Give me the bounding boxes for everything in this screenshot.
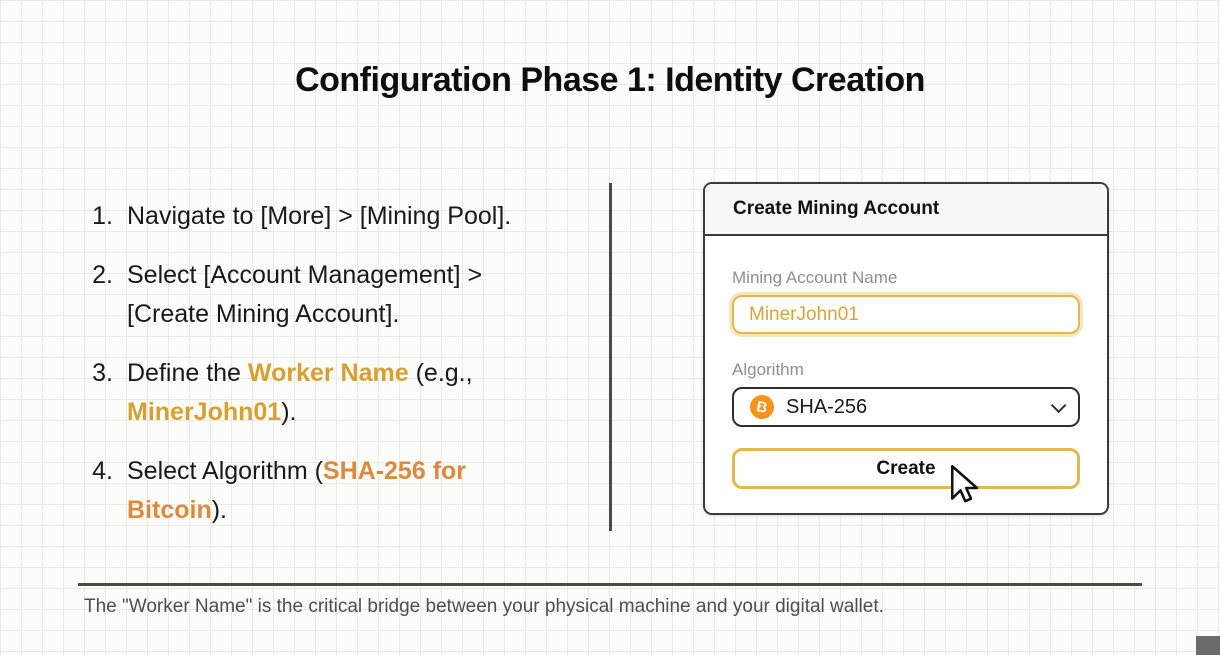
- vertical-divider: [609, 183, 612, 531]
- step-number: 3.: [92, 359, 113, 387]
- step-item: 4. Select Algorithm (SHA-256 for Bitcoin)…: [83, 452, 593, 530]
- dialog-title: Create Mining Account: [733, 198, 940, 219]
- algorithm-value: SHA-256: [786, 395, 868, 418]
- step-number: 1.: [92, 202, 113, 230]
- dialog-body: Mining Account Name Algorithm B SHA-256 …: [705, 267, 1107, 489]
- mouse-cursor-icon: [950, 464, 979, 503]
- mining-account-name-label: Mining Account Name: [732, 268, 898, 287]
- step-item: 2. Select [Account Management] > [Create …: [83, 256, 593, 334]
- step-number: 4.: [92, 457, 113, 485]
- step-number: 2.: [92, 261, 113, 289]
- dialog-header: Create Mining Account: [705, 184, 1107, 236]
- steps-list: 1. Navigate to [More] > [Mining Pool]. 2. S…: [83, 197, 593, 550]
- step-text: Define the Worker Name (e.g., MinerJohn0…: [127, 359, 473, 426]
- create-mining-account-dialog: Create Mining Account Mining Account Nam…: [703, 182, 1109, 515]
- algorithm-label: Algorithm: [732, 360, 804, 379]
- step-item: 1. Navigate to [More] > [Mining Pool].: [83, 197, 593, 236]
- bitcoin-icon: B: [747, 392, 777, 422]
- corner-overlay: [1196, 636, 1220, 655]
- footer-divider: [78, 583, 1142, 586]
- page-title: Configuration Phase 1: Identity Creation: [295, 61, 925, 99]
- step-text: Select Algorithm (SHA-256 for Bitcoin).: [127, 457, 467, 524]
- chevron-down-icon: [1050, 397, 1067, 413]
- step-item: 3. Define the Worker Name (e.g., MinerJoh…: [83, 354, 593, 432]
- step-text: Navigate to [More] > [Mining Pool].: [127, 202, 512, 230]
- create-button[interactable]: Create: [732, 448, 1080, 489]
- mining-account-name-input[interactable]: [732, 295, 1080, 334]
- step-text: Select [Account Management] > [Create Mi…: [127, 261, 483, 328]
- footer-note: The "Worker Name" is the critical bridge…: [84, 596, 884, 617]
- algorithm-select[interactable]: B SHA-256: [732, 387, 1080, 427]
